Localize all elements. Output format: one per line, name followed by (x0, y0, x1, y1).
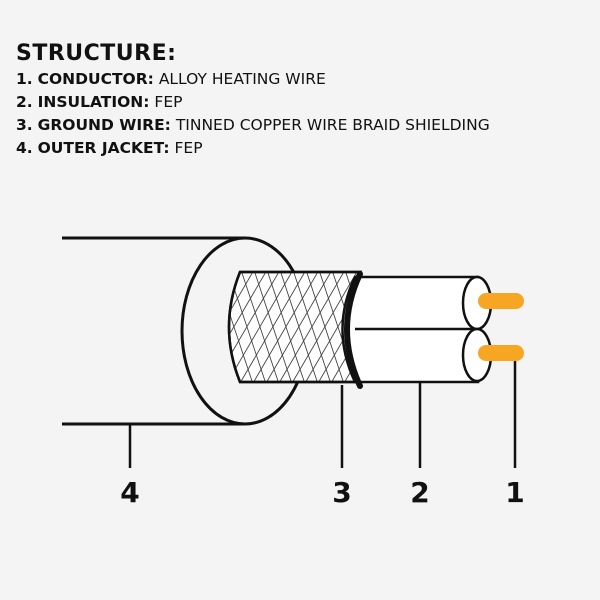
braid-strand (235, 272, 307, 382)
conductor-top (478, 293, 524, 309)
component-number: 3. (16, 116, 33, 134)
component-key: INSULATION: (37, 93, 150, 111)
braid-strand (0, 270, 20, 390)
braid-strand (229, 272, 268, 382)
braid-strand (229, 272, 255, 382)
component-number: 4. (16, 139, 33, 157)
component-key: GROUND WIRE: (37, 116, 171, 134)
braid-strand (261, 272, 333, 382)
component-key: OUTER JACKET: (37, 139, 170, 157)
component-number: 2. (16, 93, 33, 111)
component-key: CONDUCTOR: (37, 70, 154, 88)
braid-strand (274, 272, 346, 382)
braid-strand (253, 272, 295, 382)
component-value: FEP (174, 139, 203, 157)
component-value: FEP (154, 93, 183, 111)
component-item-conductor: 1. CONDUCTOR: ALLOY HEATING WIRE (16, 68, 596, 91)
structure-spec: STRUCTURE: 1. CONDUCTOR: ALLOY HEATING W… (16, 40, 596, 160)
spec-heading: STRUCTURE: (16, 41, 177, 66)
conductor-bottom (478, 345, 524, 361)
callout-label-ground-wire: 3 (332, 476, 352, 509)
leader-lines (128, 361, 517, 468)
callout-label-insulation: 2 (410, 476, 430, 509)
braid-strand (20, 270, 60, 390)
braid-strand (279, 272, 321, 382)
component-value: TINNED COPPER WIRE BRAID SHIELDING (175, 116, 490, 134)
braid-strand (229, 272, 256, 382)
braid-strand (0, 270, 59, 390)
braid-strand (240, 272, 282, 382)
braid-strand (305, 272, 347, 382)
component-item-ground-wire: 3. GROUND WIRE: TINNED COPPER WIRE BRAID… (16, 114, 596, 137)
braid-strand (266, 272, 308, 382)
braid-strand (229, 272, 281, 382)
component-item-insulation: 2. INSULATION: FEP (16, 91, 596, 114)
braid-strand (287, 272, 359, 382)
braid-strand (0, 270, 46, 390)
callout-label-conductor: 1 (505, 476, 525, 509)
braid-cut-edge (344, 271, 363, 389)
insulated-cores (341, 271, 493, 389)
braid-strand (326, 272, 360, 382)
component-value: ALLOY HEATING WIRE (158, 70, 326, 88)
braid-body (227, 270, 363, 384)
component-number: 1. (16, 70, 33, 88)
component-item-outer-jacket: 4. OUTER JACKET: FEP (16, 137, 596, 160)
component-list: 1. CONDUCTOR: ALLOY HEATING WIRE 2. INSU… (16, 68, 596, 160)
braid-strand (2, 270, 72, 390)
braid-strand (0, 270, 33, 390)
braid-strand (292, 272, 334, 382)
braid-strand (248, 272, 320, 382)
conductors (478, 293, 524, 361)
callout-label-outer-jacket: 4 (120, 476, 140, 509)
